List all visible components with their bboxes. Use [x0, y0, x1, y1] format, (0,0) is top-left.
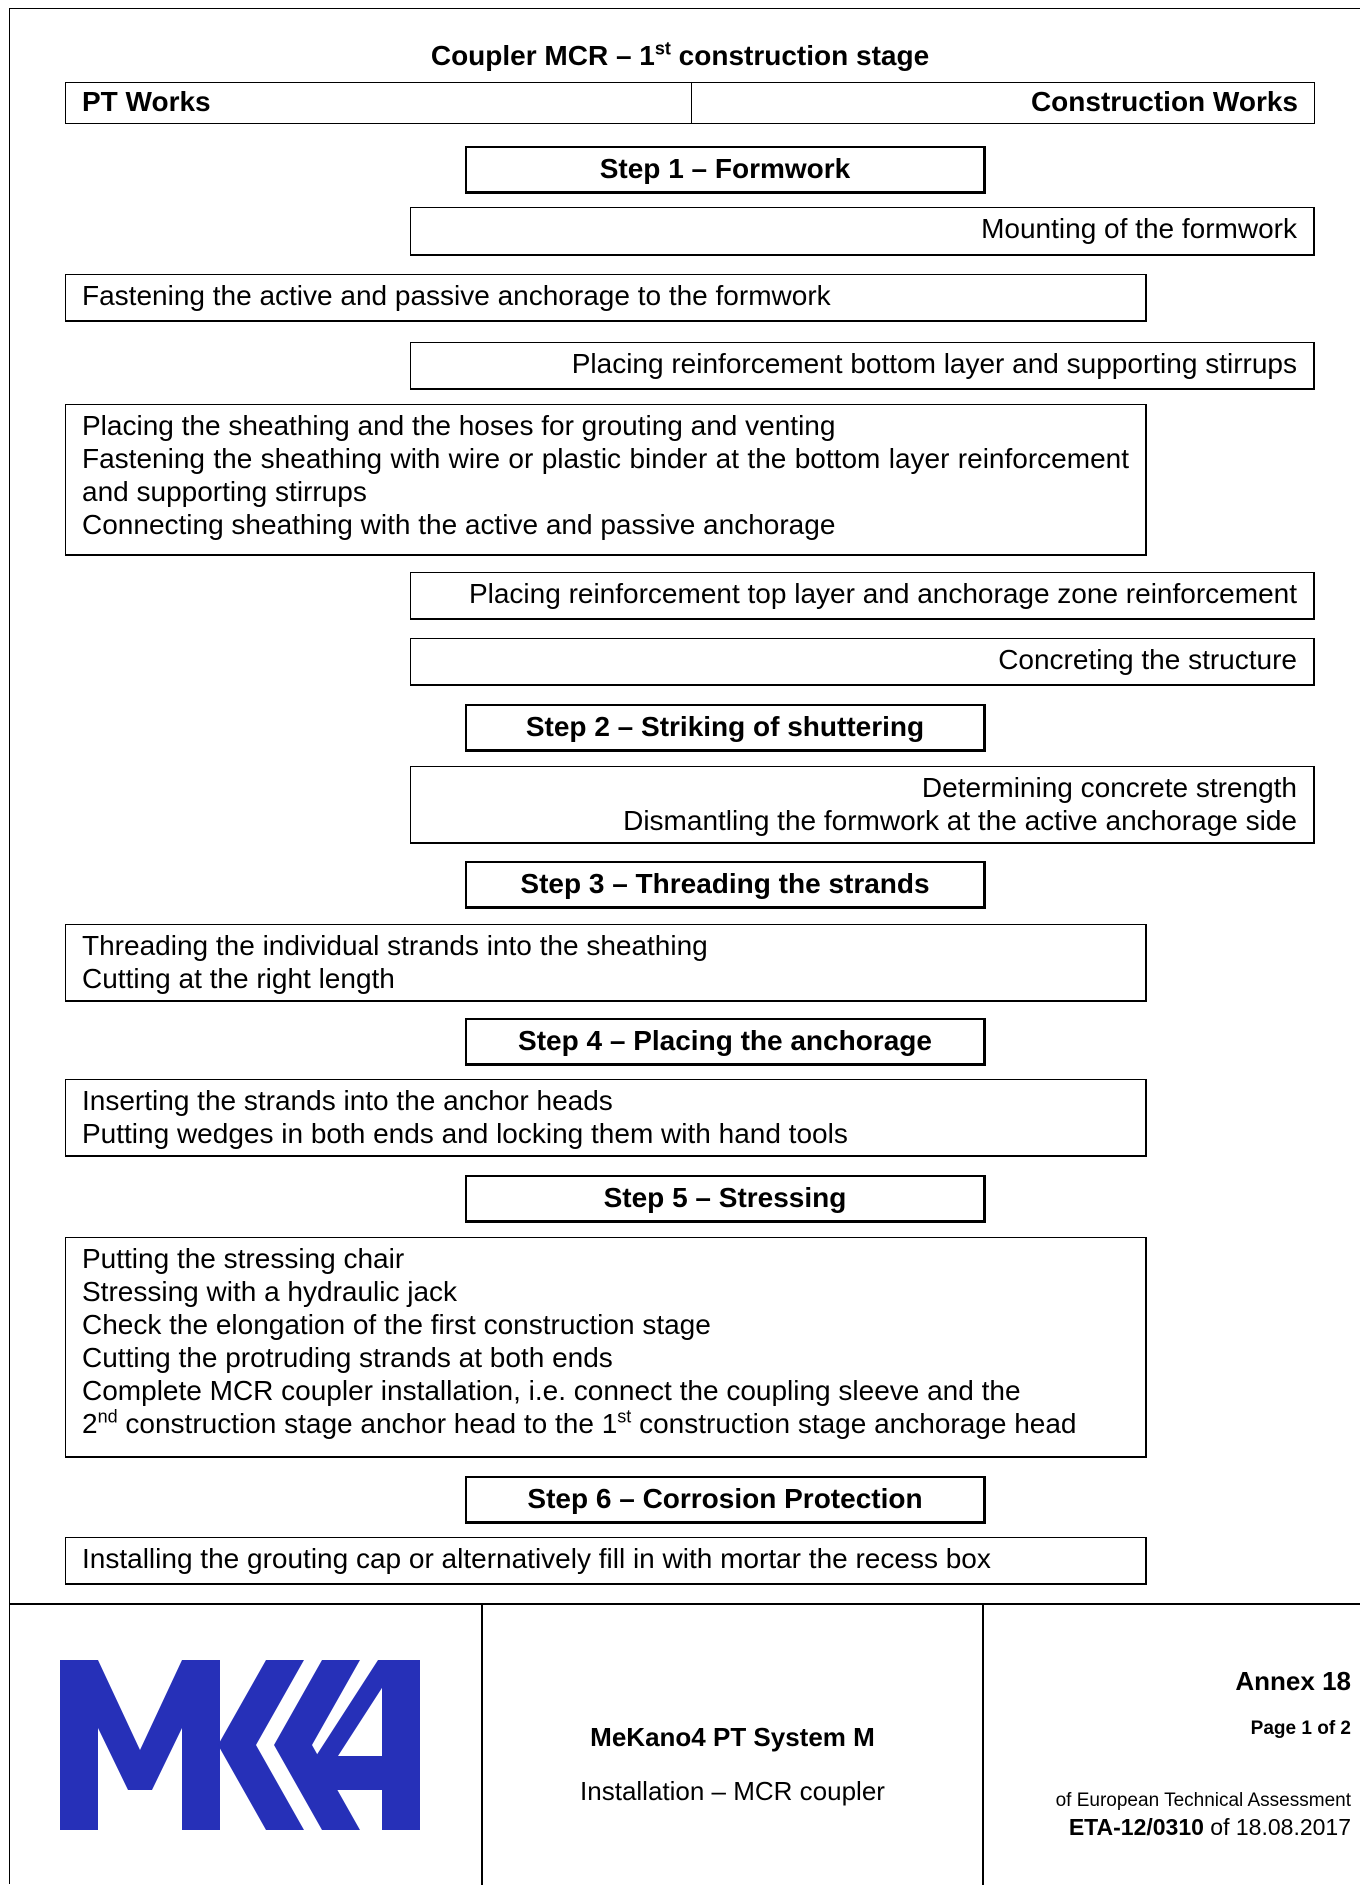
striking-line-1: Determining concrete strength	[921, 772, 1297, 803]
striking-line-2: Dismantling the formwork at the active a…	[623, 805, 1297, 836]
stressing-line-1: Putting the stressing chair	[82, 1243, 405, 1274]
anchorage-line-2: Putting wedges in both ends and locking …	[82, 1118, 848, 1149]
step-2-heading: Step 2 – Striking of shuttering	[465, 704, 986, 752]
footer-divider-2	[982, 1603, 984, 1885]
step-5-heading: Step 5 – Stressing	[465, 1175, 986, 1223]
footer-eta-prefix: of European Technical Assessment	[1055, 1790, 1351, 1811]
sheathing-line-3: Connecting sheathing with the active and…	[82, 509, 836, 540]
step-4-heading: Step 4 – Placing the anchorage	[465, 1018, 986, 1066]
stressing-line-2: Stressing with a hydraulic jack	[82, 1276, 458, 1307]
box-mounting-formwork: Mounting of the formwork	[410, 207, 1315, 256]
page-title: Coupler MCR – 1st construction stage	[430, 38, 930, 71]
header-row: PT Works Construction Works	[65, 82, 1315, 124]
stressing-line-3: Check the elongation of the first constr…	[82, 1309, 711, 1340]
sheathing-line-1: Placing the sheathing and the hoses for …	[82, 410, 836, 441]
step-6-heading: Step 6 – Corrosion Protection	[465, 1476, 986, 1524]
box-stressing: Putting the stressing chair Stressing wi…	[65, 1237, 1147, 1458]
box-concreting: Concreting the structure	[410, 638, 1315, 686]
threading-line-1: Threading the individual strands into th…	[82, 930, 708, 961]
stressing-line-5: Complete MCR coupler installation, i.e. …	[82, 1375, 1021, 1406]
page-frame	[9, 8, 1360, 1884]
threading-line-2: Cutting at the right length	[82, 963, 395, 994]
box-reinforcement-bottom: Placing reinforcement bottom layer and s…	[410, 342, 1315, 390]
footer-top-line	[9, 1603, 1360, 1605]
box-sheathing: Placing the sheathing and the hoses for …	[65, 404, 1147, 556]
footer-divider-1	[481, 1603, 483, 1885]
box-fastening-anchorage: Fastening the active and passive anchora…	[65, 274, 1147, 322]
box-anchorage: Inserting the strands into the anchor he…	[65, 1079, 1147, 1157]
footer-eta-number: ETA-12/0310	[1068, 1814, 1204, 1840]
footer-annex: Annex 18	[1235, 1666, 1351, 1696]
footer-eta-date: of 18.08.2017	[1203, 1814, 1351, 1840]
box-striking: Determining concrete strength Dismantlin…	[410, 766, 1315, 844]
footer-eta-ref: ETA-12/0310 of 18.08.2017	[1069, 1814, 1351, 1841]
stressing-line-4: Cutting the protruding strands at both e…	[82, 1342, 613, 1373]
footer-product-name: MeKano4 PT System M	[590, 1722, 875, 1752]
header-divider	[691, 83, 692, 123]
step-3-heading: Step 3 – Threading the strands	[465, 861, 986, 909]
mk4-logo-icon	[60, 1660, 420, 1830]
company-logo	[60, 1660, 440, 1830]
box-reinforcement-top: Placing reinforcement top layer and anch…	[410, 572, 1315, 620]
anchorage-line-1: Inserting the strands into the anchor he…	[82, 1085, 613, 1116]
box-threading: Threading the individual strands into th…	[65, 924, 1147, 1002]
sheathing-line-2: Fastening the sheathing with wire or pla…	[82, 443, 1129, 507]
footer-subtitle: Installation – MCR coupler	[580, 1776, 885, 1806]
box-corrosion: Installing the grouting cap or alternati…	[65, 1537, 1147, 1585]
header-pt-works: PT Works	[82, 86, 211, 117]
step-1-heading: Step 1 – Formwork	[465, 146, 986, 194]
stressing-line-6: 2nd construction stage anchor head to th…	[82, 1406, 1077, 1439]
header-construction-works: Construction Works	[1030, 86, 1298, 117]
footer-page-number: Page 1 of 2	[1250, 1718, 1351, 1739]
